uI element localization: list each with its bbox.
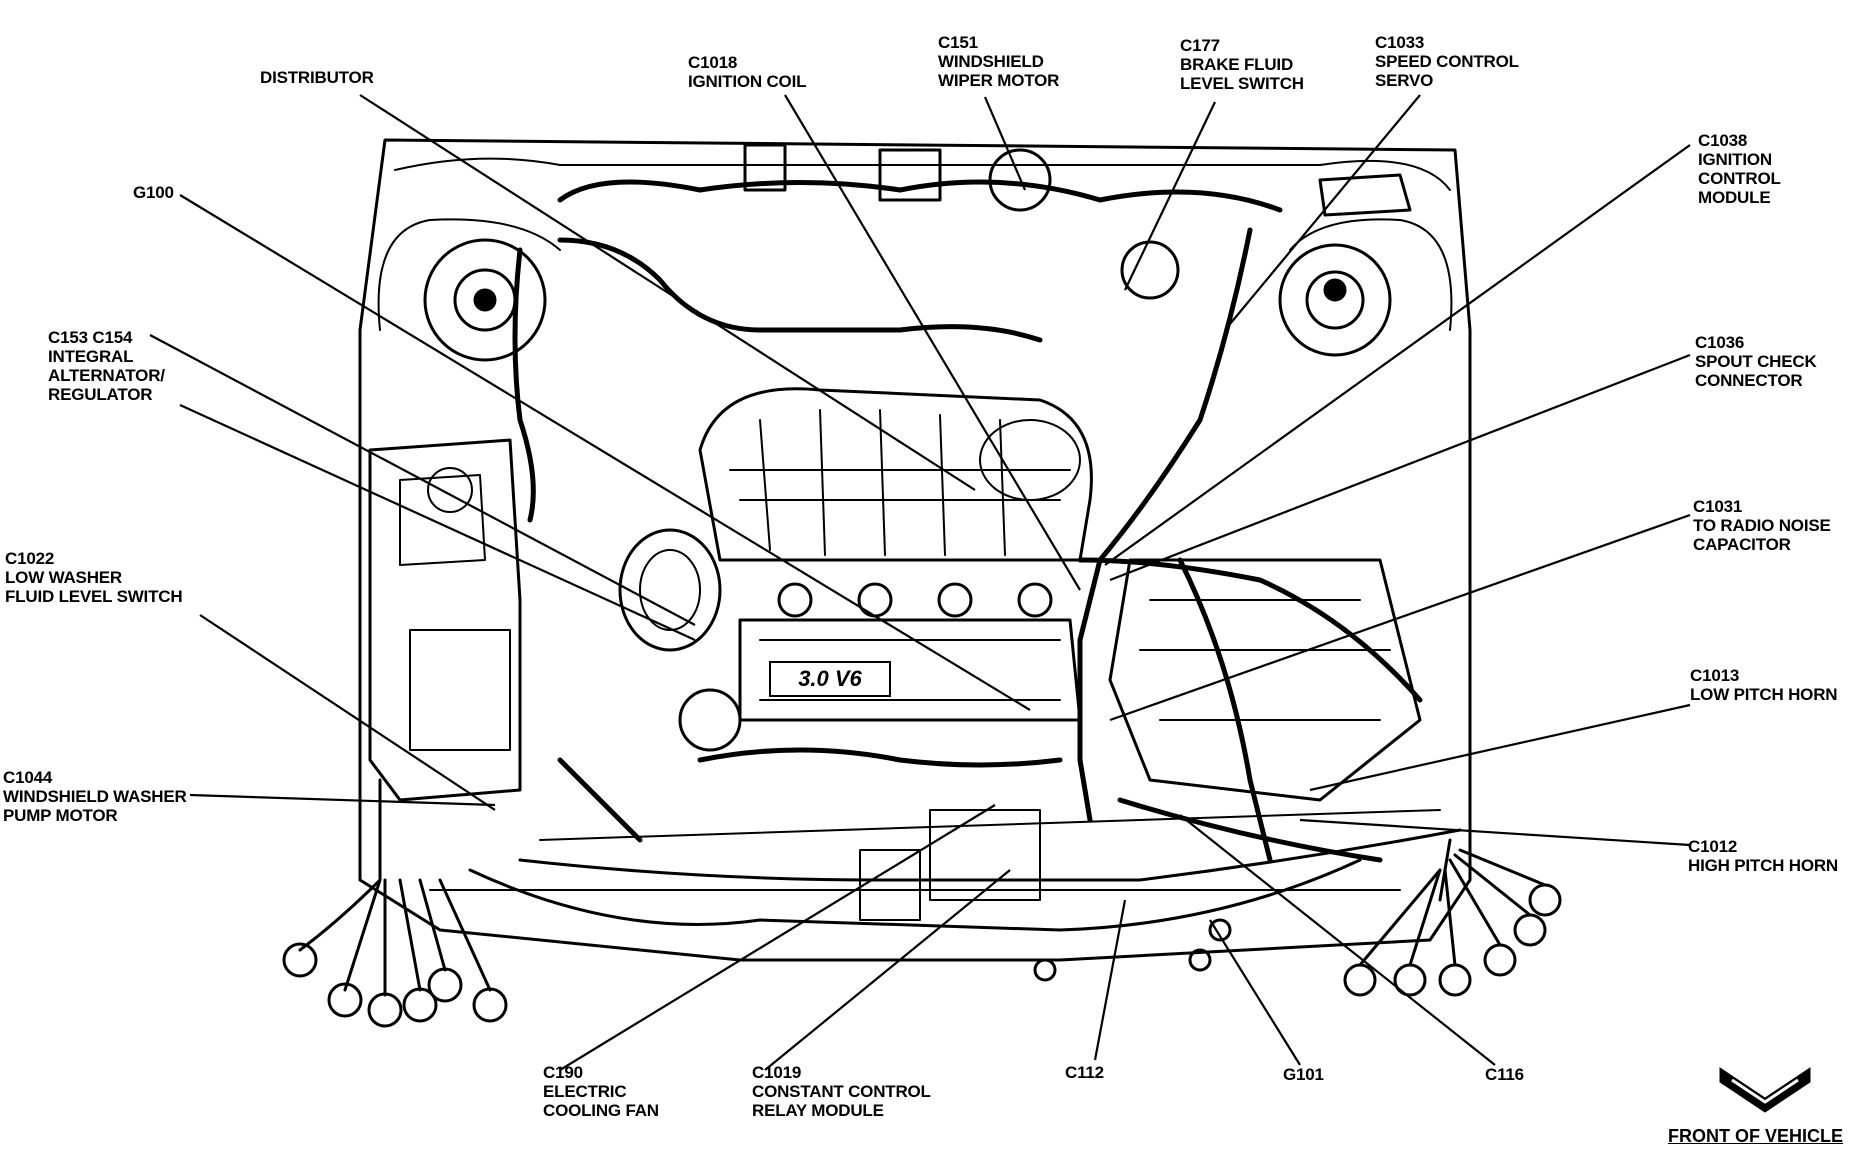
label-g101-line-1: G101 (1283, 1065, 1324, 1084)
label-c1038-ignition-module-line-2: IGNITION (1698, 150, 1772, 169)
label-c1031-radio-capacitor-line-3: CAPACITOR (1693, 535, 1791, 554)
radiator-support (518, 809, 1462, 921)
body-outline (358, 138, 1472, 962)
cowl-components (743, 143, 1412, 300)
label-c1033-speed-control-line-3: SERVO (1375, 71, 1434, 90)
label-c1036-spout-check-line-3: CONNECTOR (1695, 371, 1803, 390)
label-g101: G101 (1283, 1065, 1324, 1084)
label-c177-brake-fluid-line-1: C177 (1180, 36, 1220, 55)
label-c153-alternator-line-3: ALTERNATOR/ (48, 366, 165, 385)
label-c112: C112 (1065, 1063, 1104, 1082)
label-c177-brake-fluid-line-2: BRAKE FLUID (1180, 55, 1294, 74)
label-c1022-washer-level-line-1: C1022 (5, 549, 55, 568)
label-c1018-ignition-coil-line-1: C1018 (688, 53, 738, 72)
label-c1031-radio-capacitor-line-1: C1031 (1693, 497, 1743, 516)
label-c177-brake-fluid-line-3: LEVEL SWITCH (1180, 74, 1304, 93)
label-c1012-high-horn-line-1: C1012 (1688, 837, 1738, 856)
label-distributor: DISTRIBUTOR (260, 68, 374, 87)
wiring-harness (512, 179, 1423, 863)
intake-manifold (698, 387, 1093, 562)
label-c1044-washer-pump-line-3: PUMP MOTOR (3, 806, 118, 825)
label-distributor-line-1: DISTRIBUTOR (260, 68, 374, 87)
label-c116: C116 (1485, 1065, 1524, 1084)
label-c1033-speed-control-line-1: C1033 (1375, 33, 1425, 52)
label-c153-alternator-line-4: REGULATOR (48, 385, 153, 404)
label-g100: G100 (133, 183, 174, 202)
label-c153-alternator-line-1: C153 C154 (48, 328, 133, 347)
label-c153-alternator-line-2: INTEGRAL (48, 347, 134, 366)
label-c1013-low-horn-line-1: C1013 (1690, 666, 1740, 685)
label-c1038-ignition-module-line-1: C1038 (1698, 131, 1748, 150)
label-c1044-washer-pump-line-1: C1044 (3, 768, 53, 787)
bulb-sockets-right (1343, 838, 1562, 997)
air-cleaner (1108, 558, 1422, 802)
label-g100-line-1: G100 (133, 183, 174, 202)
ground-studs (1033, 918, 1232, 982)
label-c1036-spout-check-line-1: C1036 (1695, 333, 1745, 352)
label-c1044-washer-pump-line-2: WINDSHIELD WASHER (3, 787, 187, 806)
front-of-vehicle-label: FRONT OF VEHICLE (1668, 1126, 1843, 1146)
engine-badge-text: 3.0 V6 (798, 666, 862, 691)
label-c1031-radio-capacitor-line-2: TO RADIO NOISE (1693, 516, 1831, 535)
leader-lines (149, 94, 1691, 1071)
shock-tower-left (423, 238, 547, 362)
label-c1033-speed-control-line-2: SPEED CONTROL (1375, 52, 1519, 71)
engine-badge: 3.0 V6 (769, 661, 891, 697)
label-c1018-ignition-coil-line-2: IGNITION COIL (688, 72, 807, 91)
label-c1022-washer-level-line-3: FLUID LEVEL SWITCH (5, 587, 183, 606)
label-c1019-relay-module-line-3: RELAY MODULE (752, 1101, 884, 1120)
label-c190-cooling-fan-line-3: COOLING FAN (543, 1101, 659, 1120)
label-c1019-relay-module-line-2: CONSTANT CONTROL (752, 1082, 931, 1101)
label-c151-wiper-motor-line-1: C151 (938, 33, 978, 52)
label-c1038-ignition-module-line-4: MODULE (1698, 188, 1771, 207)
washer-reservoir (368, 438, 522, 802)
label-c1012-high-horn-line-2: HIGH PITCH HORN (1688, 856, 1839, 875)
label-c1036-spout-check-line-2: SPOUT CHECK (1695, 352, 1817, 371)
double-chevron-down-icon (1719, 1067, 1811, 1113)
shock-tower-right (1278, 243, 1392, 357)
label-c1038-ignition-module-line-3: CONTROL (1698, 169, 1781, 188)
label-c1019-relay-module-line-1: C1019 (752, 1063, 802, 1082)
bulb-sockets-left (282, 778, 508, 1028)
label-c151-wiper-motor-line-2: WINDSHIELD (938, 52, 1044, 71)
label-c151-wiper-motor-line-3: WIPER MOTOR (938, 71, 1060, 90)
label-c116-line-1: C116 (1485, 1065, 1524, 1084)
label-c1022-washer-level-line-2: LOW WASHER (5, 568, 122, 587)
label-c1013-low-horn-line-2: LOW PITCH HORN (1690, 685, 1838, 704)
label-c190-cooling-fan-line-2: ELECTRIC (543, 1082, 627, 1101)
label-c112-line-1: C112 (1065, 1063, 1104, 1082)
valve-cover (738, 582, 1082, 722)
alternator (618, 528, 742, 752)
label-c190-cooling-fan-line-1: C190 (543, 1063, 583, 1082)
